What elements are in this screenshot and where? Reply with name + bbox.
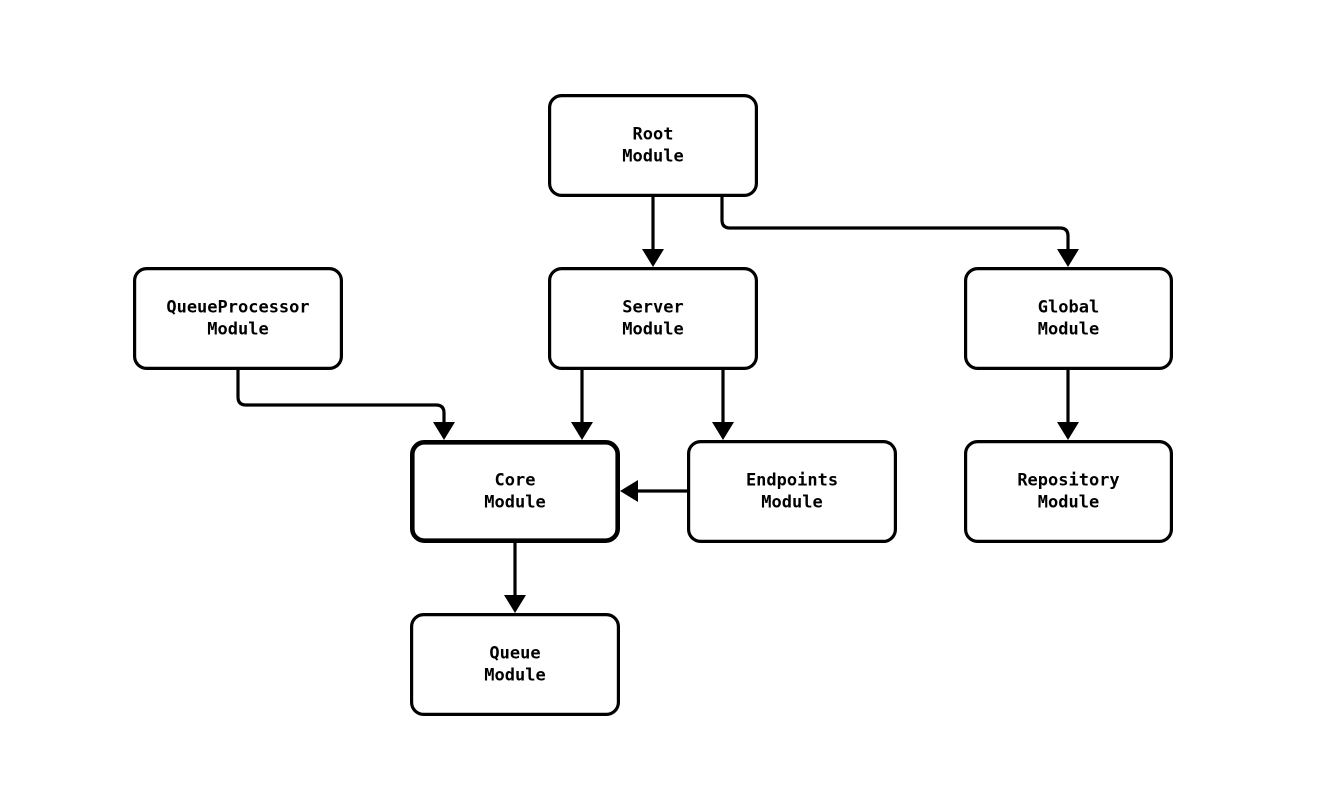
edge-root-to-server-arrowhead-icon	[642, 249, 664, 267]
edge-queueprocessor-to-core-arrowhead-icon	[433, 422, 455, 440]
edge-global-to-repository-arrowhead-icon	[1057, 422, 1079, 440]
repository-module-node-box[interactable]	[963, 440, 1173, 544]
edge-global-to-repository	[1057, 370, 1079, 440]
core-module-node-label-line1: Core	[495, 471, 536, 491]
queue-module-node-label-line2: Module	[484, 666, 545, 686]
root-module-node-box[interactable]	[547, 93, 758, 198]
queueprocessor-module-node-box[interactable]	[133, 267, 344, 371]
server-module-node-label-line1: Server	[622, 298, 683, 318]
edge-root-to-global	[720, 197, 1079, 267]
edge-core-to-queue-arrowhead-icon	[504, 595, 526, 613]
endpoints-module-node-box[interactable]	[686, 440, 897, 544]
queue-module-node-label-line1: Queue	[489, 644, 540, 664]
global-module-node-label-line1: Global	[1038, 298, 1099, 318]
edge-server-to-core-arrowhead-icon	[571, 422, 593, 440]
global-module-node-label-line2: Module	[1038, 320, 1099, 340]
edge-server-to-core	[571, 370, 593, 440]
server-module-node-box[interactable]	[547, 267, 758, 371]
edge-core-to-queue	[504, 543, 526, 613]
core-module-node-box[interactable]	[409, 439, 620, 543]
repository-module-node-label-line2: Module	[1038, 493, 1099, 513]
server-module-node-label-line2: Module	[622, 320, 683, 340]
core-module-node-label-line2: Module	[484, 493, 545, 513]
root-module-node-label-line1: Root	[633, 125, 674, 145]
edge-server-to-endpoints-arrowhead-icon	[712, 422, 734, 440]
edge-endpoints-to-core-arrowhead-icon	[620, 480, 638, 502]
edge-root-to-server	[642, 197, 664, 267]
edge-root-to-global-line	[720, 197, 1070, 250]
repository-module-node-label-line1: Repository	[1017, 471, 1119, 491]
root-module-node-label-line2: Module	[622, 147, 683, 167]
queue-module-node-box[interactable]	[410, 612, 621, 716]
edge-queueprocessor-to-core	[236, 370, 455, 440]
edges-layer	[236, 197, 1079, 613]
endpoints-module-node-label-line1: Endpoints	[746, 471, 838, 491]
edge-root-to-global-arrowhead-icon	[1057, 249, 1079, 267]
edge-server-to-endpoints	[712, 370, 734, 440]
edge-queueprocessor-to-core-line	[236, 370, 446, 423]
global-module-node-box[interactable]	[963, 267, 1173, 371]
edge-endpoints-to-core	[620, 480, 687, 502]
queueprocessor-module-node-label-line2: Module	[207, 320, 268, 340]
endpoints-module-node-label-line2: Module	[761, 493, 822, 513]
queueprocessor-module-node-label-line1: QueueProcessor	[166, 298, 309, 318]
